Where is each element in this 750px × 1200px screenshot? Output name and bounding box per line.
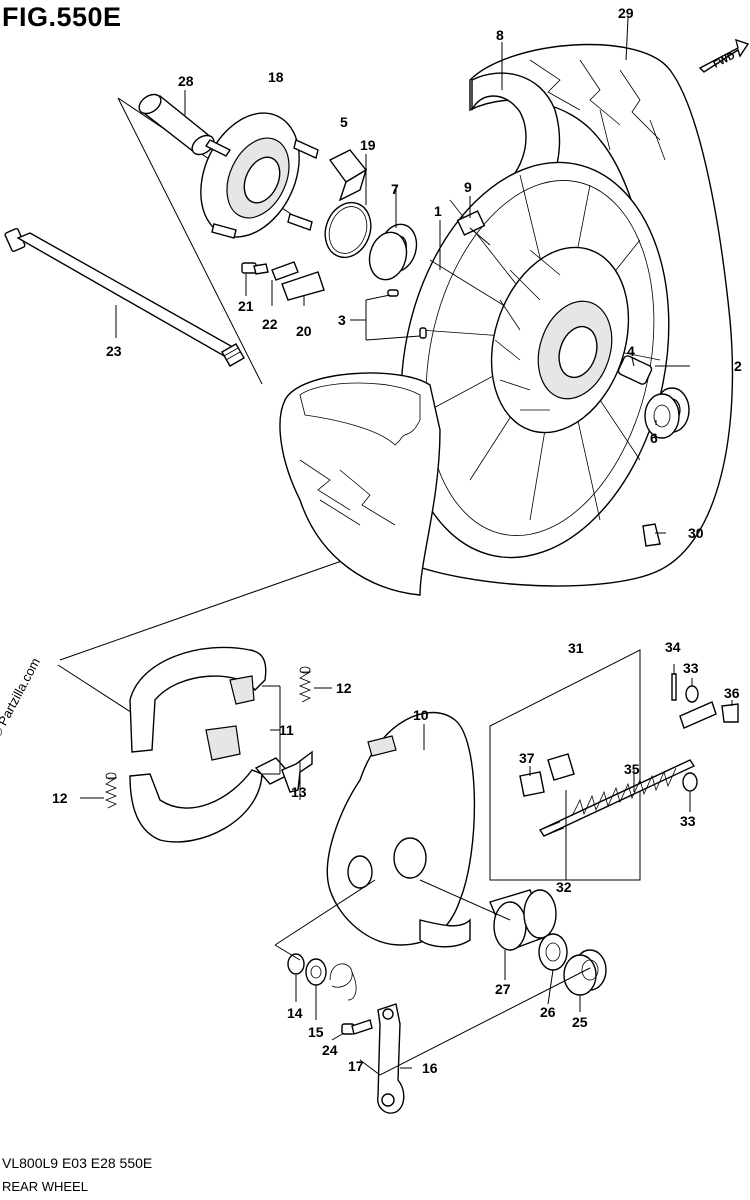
leader-lines-lower-left [80, 685, 591, 1076]
lock-washer [271, 261, 299, 281]
figure-name: REAR WHEEL [2, 1179, 88, 1194]
hub-damper [328, 149, 368, 202]
callout-22: 22 [262, 316, 278, 332]
cotter-pin-small [671, 673, 677, 701]
callout-15: 15 [308, 1024, 324, 1040]
axle-nut [563, 949, 607, 996]
callout-33-upper: 33 [683, 660, 699, 676]
lock-plate [281, 271, 325, 301]
spoke-nipples [387, 289, 427, 339]
callout-30: 30 [688, 525, 704, 541]
sprocket-mounting-drum [200, 112, 319, 239]
callout-7: 7 [391, 181, 399, 197]
callout-14: 14 [287, 1005, 303, 1021]
brake-shoe-lower [129, 725, 263, 843]
bearing-left [368, 223, 418, 281]
brake-rod-spring [571, 767, 677, 817]
callout-3: 3 [338, 312, 346, 328]
callout-24: 24 [322, 1042, 338, 1058]
callout-23: 23 [106, 343, 122, 359]
cotter-pin [642, 523, 661, 547]
callout-25: 25 [572, 1014, 588, 1030]
callout-27: 27 [495, 981, 511, 997]
fwd-label: FWD [712, 50, 737, 70]
callout-5: 5 [340, 114, 348, 130]
callout-20: 20 [296, 323, 312, 339]
return-spring [329, 963, 357, 1001]
tire-lower [279, 372, 441, 596]
callout-16: 16 [422, 1060, 438, 1076]
callout-21: 21 [238, 298, 254, 314]
callout-12-lower: 12 [52, 790, 68, 806]
cam-lever-bolt [341, 1019, 373, 1035]
axle-washer [538, 933, 568, 971]
cam-washer [305, 958, 327, 986]
adjuster-nut [519, 771, 545, 797]
rod-joint [547, 753, 575, 781]
axle-collar [138, 93, 215, 156]
callout-34: 34 [665, 639, 681, 655]
callout-11: 11 [279, 722, 294, 738]
brake-shoe-upper [129, 646, 267, 753]
callout-2: 2 [734, 358, 742, 374]
callout-labels: 29 8 9 1 3 4 2 6 30 28 18 5 19 7 21 22 2… [52, 5, 742, 1076]
hub-spacer [617, 355, 653, 385]
callout-36: 36 [724, 685, 740, 701]
brake-rod-group-box [489, 649, 641, 881]
bearing-right [644, 387, 690, 439]
callout-4: 4 [627, 343, 635, 359]
callout-31: 31 [568, 640, 584, 656]
fwd-arrow-icon: FWD [698, 38, 750, 73]
figure-code: VL800L9 E03 E28 550E [2, 1155, 153, 1171]
tire-valve [456, 210, 491, 246]
leader-lines-lower-right [529, 664, 733, 880]
wheel-hub [490, 246, 630, 434]
sprocket-bolt [241, 262, 269, 275]
callout-17: 17 [348, 1058, 364, 1074]
circlip [287, 953, 305, 975]
callout-13: 13 [291, 784, 307, 800]
callout-9: 9 [464, 179, 472, 195]
callout-35: 35 [624, 761, 640, 777]
callout-32: 32 [556, 879, 572, 895]
brake-rod [538, 701, 717, 837]
brake-cam-shaft [254, 750, 313, 793]
callout-12-upper: 12 [336, 680, 352, 696]
callout-26: 26 [540, 1004, 556, 1020]
callout-19: 19 [360, 137, 376, 153]
callout-28: 28 [178, 73, 194, 89]
brake-cam-lever [377, 1003, 405, 1114]
callout-29: 29 [618, 5, 634, 21]
figure-title: FIG.550E [2, 2, 122, 32]
callout-6: 6 [650, 430, 658, 446]
callout-33-lower: 33 [680, 813, 696, 829]
callout-1: 1 [434, 203, 442, 219]
callout-18: 18 [268, 69, 284, 85]
callout-8: 8 [496, 27, 504, 43]
rod-washer-upper [685, 685, 699, 703]
rear-axle [4, 227, 245, 367]
shoe-spring-upper [298, 666, 312, 703]
rod-washer-lower [682, 772, 698, 792]
leader-lines-upper [115, 17, 690, 534]
rod-pin [721, 703, 739, 723]
callout-10: 10 [413, 707, 429, 723]
o-ring [324, 201, 372, 259]
brake-panel [326, 711, 476, 948]
callout-37: 37 [519, 750, 535, 766]
shoe-spring-lower [104, 772, 118, 809]
